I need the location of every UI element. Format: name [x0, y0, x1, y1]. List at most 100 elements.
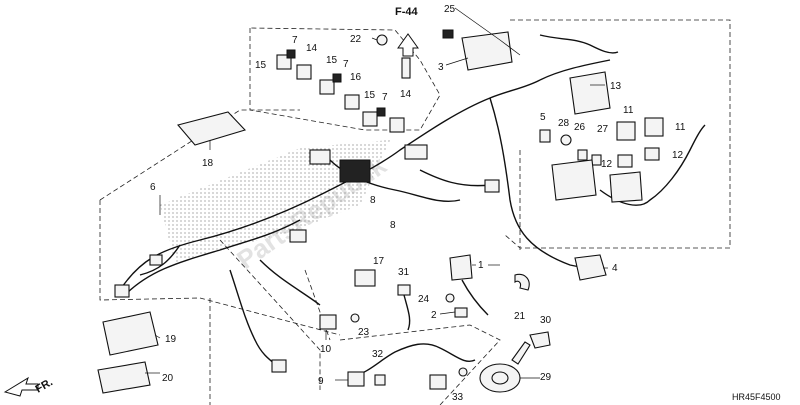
callout-14-b: 14 — [400, 89, 412, 100]
sensor-1-wire — [461, 279, 489, 316]
callout-21: 21 — [514, 311, 526, 322]
callout-20: 20 — [162, 373, 174, 384]
callout-33: 33 — [452, 392, 464, 403]
callout-15-c: 15 — [364, 90, 376, 101]
leader-25 — [454, 7, 521, 56]
harness-connector-6 — [114, 284, 130, 298]
callout-18: 18 — [202, 158, 214, 169]
front-direction-label: FR. — [34, 376, 55, 395]
callout-15-b: 15 — [326, 55, 338, 66]
callout-4: 4 — [612, 263, 618, 274]
harness-branch-j — [139, 244, 181, 276]
harness-connector-3 — [484, 179, 500, 193]
callout-14-a: 14 — [306, 43, 318, 54]
relay-7-a — [286, 49, 296, 59]
part-31 — [397, 284, 411, 296]
harness-connector-4 — [289, 229, 307, 243]
horn-center — [491, 371, 509, 385]
fuse-box-13 — [569, 71, 611, 115]
callout-15-a: 15 — [255, 60, 267, 71]
callout-12-a: 12 — [601, 159, 613, 170]
callout-5: 5 — [540, 112, 546, 123]
callout-3: 3 — [438, 62, 444, 73]
callout-30: 30 — [540, 315, 552, 326]
harness-branch-b — [229, 269, 281, 369]
reference-arrow-icon — [397, 33, 419, 57]
leader-22 — [371, 37, 378, 41]
harness-box-left — [99, 200, 201, 301]
relay-12-a — [617, 154, 633, 168]
harness-connector-7 — [271, 359, 287, 373]
sensor-4 — [574, 254, 607, 281]
lead-dash-9 — [219, 239, 321, 390]
harness-box-bottom — [199, 297, 341, 336]
harness-shaded-area — [160, 140, 390, 262]
callout-22: 22 — [350, 34, 362, 45]
callout-31: 31 — [398, 267, 410, 278]
relay-11-b — [644, 117, 664, 137]
callout-17: 17 — [373, 256, 385, 267]
harness-branch-c — [259, 259, 321, 306]
callout-9: 9 — [318, 376, 324, 387]
part-31-wire — [403, 294, 411, 331]
callout-28: 28 — [558, 118, 570, 129]
reference-label: F-44 — [395, 6, 419, 18]
relay-group-box — [249, 27, 441, 131]
bolt-22 — [376, 34, 388, 46]
harness-connector-1 — [309, 149, 331, 165]
harness-connector-2 — [404, 144, 428, 160]
callout-7-b: 7 — [343, 59, 349, 70]
part-26 — [577, 149, 588, 161]
harness-connector-5 — [149, 254, 163, 266]
harness-branch-i — [599, 124, 706, 206]
connector-f44 — [401, 57, 411, 79]
bolt-33 — [458, 367, 468, 377]
callout-19: 19 — [165, 334, 177, 345]
clamp-21 — [514, 273, 530, 291]
relay-7-c — [376, 107, 386, 117]
part-5 — [539, 129, 551, 143]
bolt-23 — [350, 313, 360, 323]
callout-16: 16 — [350, 72, 362, 83]
sub-harness-box — [339, 324, 501, 405]
callout-12-b: 12 — [672, 150, 684, 161]
front-direction-arrow-icon — [3, 376, 39, 397]
leader-2 — [439, 311, 456, 315]
harness-branch-a — [124, 219, 301, 296]
leader-19 — [154, 334, 161, 339]
callout-7-c: 7 — [382, 92, 388, 103]
bolt-24 — [445, 293, 455, 303]
relay-16 — [344, 94, 360, 110]
drawing-code: HR45F4500 — [732, 392, 781, 402]
clip-2 — [454, 307, 468, 318]
horn-stem — [511, 341, 531, 365]
part-32 — [374, 374, 386, 386]
leader-3 — [445, 57, 469, 66]
callout-8-a: 8 — [370, 195, 376, 206]
relay-17 — [354, 269, 376, 287]
callout-27: 27 — [597, 124, 609, 135]
fuse-box-cover — [177, 111, 247, 146]
sub-harness-connector-b — [429, 374, 447, 390]
callout-6: 6 — [150, 182, 156, 193]
junction-block — [339, 159, 371, 183]
bolt-25 — [442, 29, 454, 39]
fuse-holder-19 — [102, 311, 159, 356]
harness-branch-h — [539, 34, 619, 54]
starter-relay — [551, 159, 597, 201]
relay-15-b — [319, 79, 335, 95]
relay-11-a — [616, 121, 636, 141]
relay-14-b — [389, 117, 405, 133]
callout-10: 10 — [320, 344, 332, 355]
bracket-30 — [529, 331, 551, 349]
callout-25: 25 — [444, 4, 456, 15]
relay-box — [609, 171, 643, 203]
relay-15-c — [362, 111, 378, 127]
callout-32: 32 — [372, 349, 384, 360]
callout-11-b: 11 — [675, 122, 686, 133]
right-group-box — [504, 19, 731, 249]
callout-2: 2 — [431, 310, 437, 321]
harness-branch-f — [489, 97, 586, 269]
